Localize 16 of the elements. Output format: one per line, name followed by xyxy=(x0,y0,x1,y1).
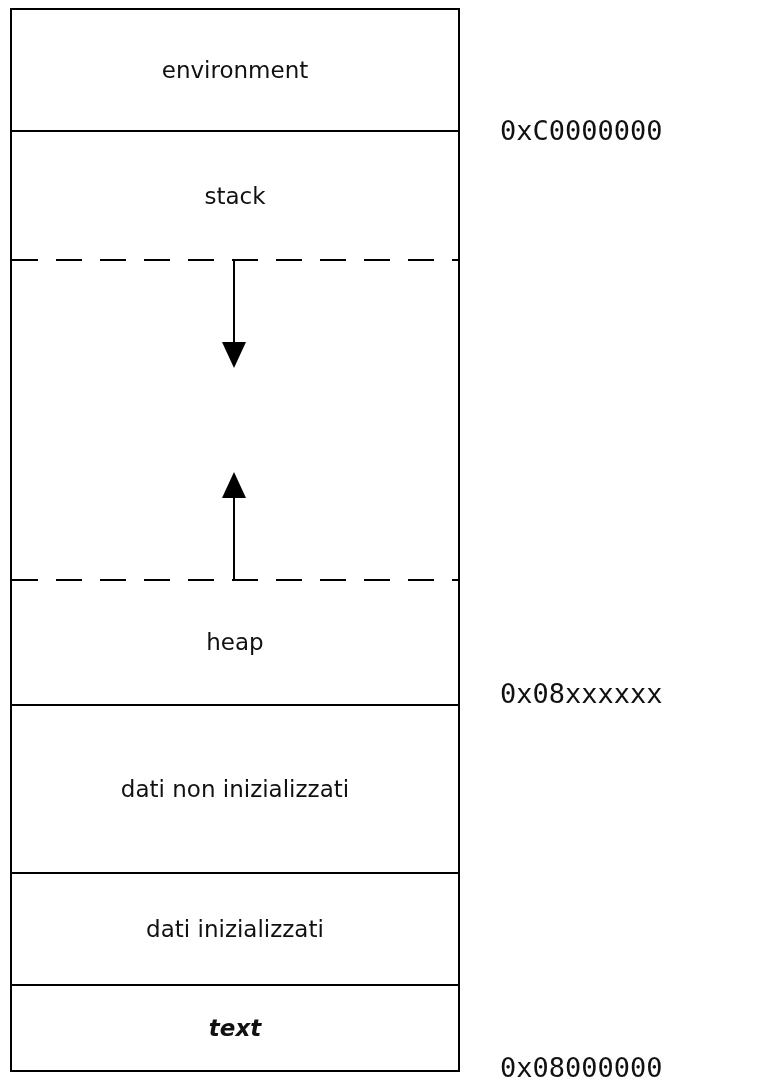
segment-label: dati non inizializzati xyxy=(120,776,350,802)
segment-label: stack xyxy=(204,183,266,209)
segment-label: heap xyxy=(206,629,264,655)
memory-segment xyxy=(10,986,460,1072)
memory-segment xyxy=(10,580,460,706)
free-memory-segment xyxy=(10,260,460,580)
memory-segment xyxy=(10,8,460,132)
memory-segment xyxy=(10,132,460,260)
segment-label: environment xyxy=(161,57,309,83)
address-label: 0x08000000 xyxy=(500,1052,663,1083)
segment-label: text xyxy=(208,1015,262,1041)
address-label: 0x08xxxxxx xyxy=(500,678,663,709)
memory-segment xyxy=(10,874,460,986)
address-label: 0xC0000000 xyxy=(500,115,663,146)
memory-segment xyxy=(10,706,460,874)
segment-label: dati inizializzati xyxy=(146,916,324,942)
